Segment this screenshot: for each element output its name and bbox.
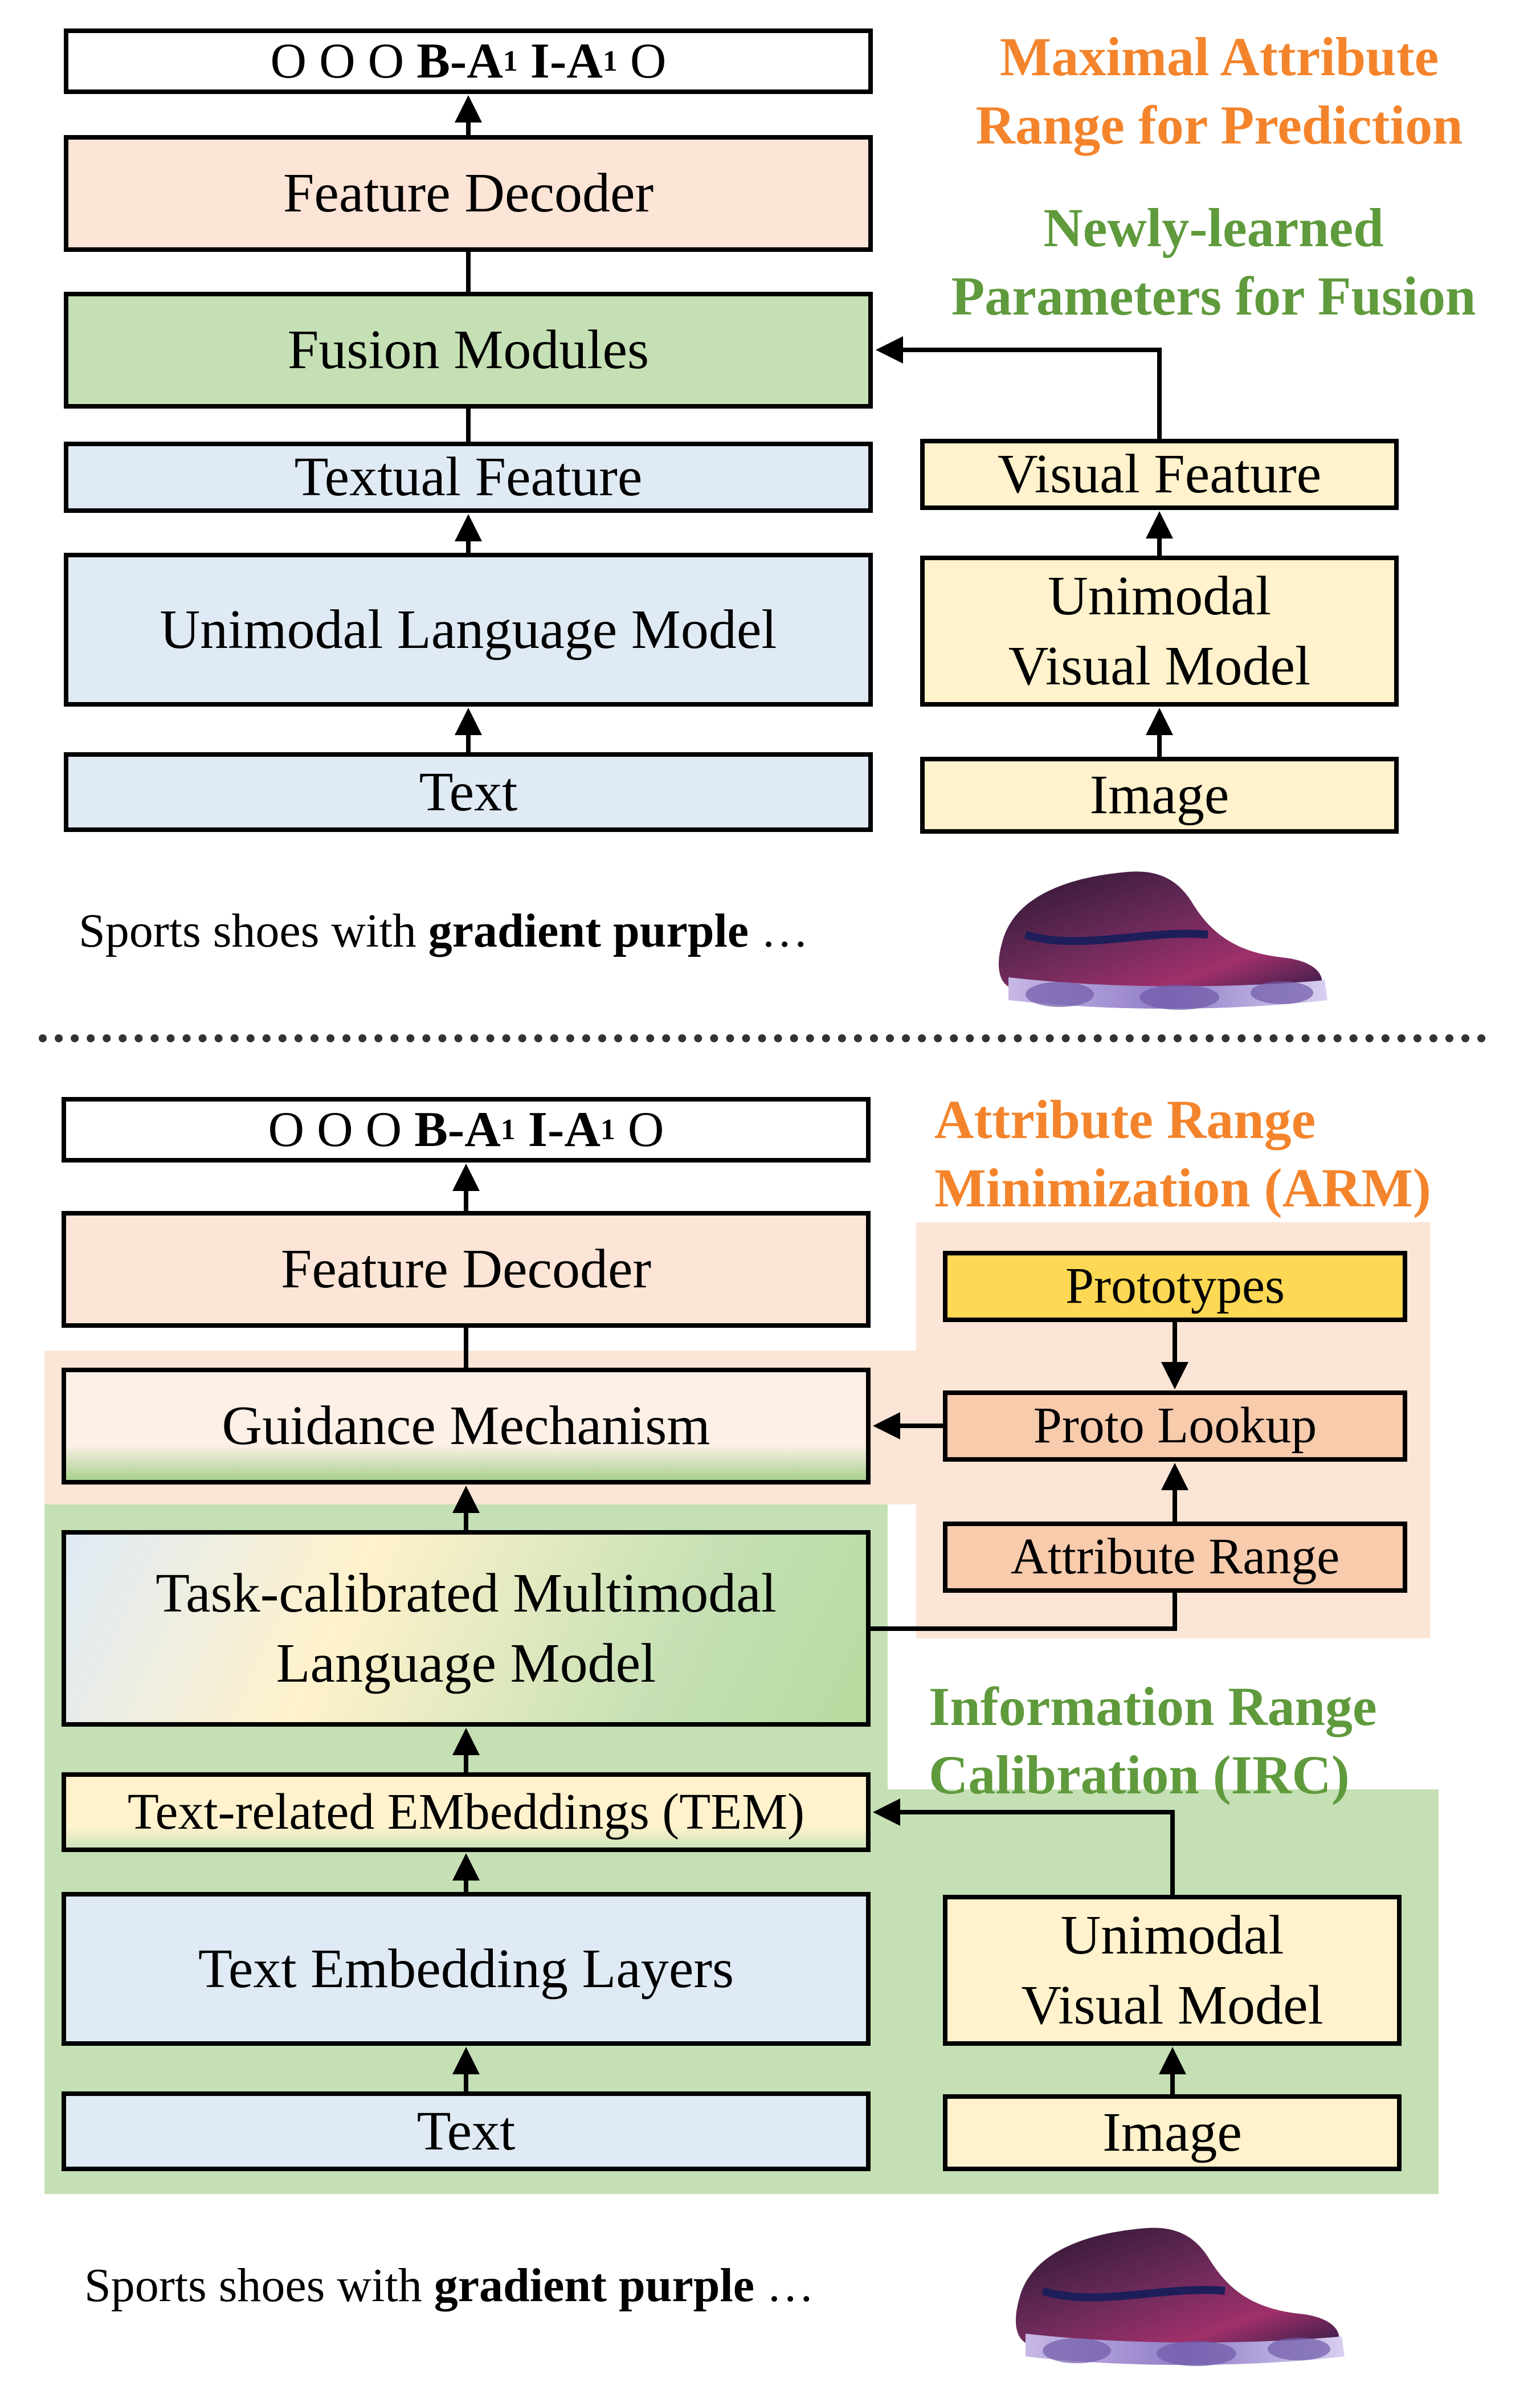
top-feature-decoder: Feature Decoder <box>64 135 873 252</box>
top-image-input-label: Image <box>1089 764 1229 826</box>
prototypes: Prototypes <box>943 1251 1407 1322</box>
top-unimodal-visual-model: Unimodal Visual Model <box>920 556 1399 707</box>
bottom-text-input-label: Text <box>416 2100 516 2162</box>
fusion-modules: Fusion Modules <box>64 292 873 409</box>
task-calibrated-model: Task-calibrated Multimodal Language Mode… <box>62 1530 871 1727</box>
bottom-image-input: Image <box>943 2094 1402 2171</box>
visual-feature: Visual Feature <box>920 439 1399 510</box>
bottom-unimodal-visual-model-label: Unimodal Visual Model <box>1021 1904 1323 2036</box>
text-related-embeddings: Text-related EMbeddings (TEM) <box>62 1772 871 1852</box>
text-related-embeddings-label: Text-related EMbeddings (TEM) <box>127 1783 805 1840</box>
label-maximal-attribute-range: Maximal Attribute Range for Prediction <box>975 26 1463 156</box>
textual-feature: Textual Feature <box>64 442 873 513</box>
line-model-to-range <box>871 1593 1177 1631</box>
visual-feature-label: Visual Feature <box>997 443 1322 505</box>
attribute-range: Attribute Range <box>943 1522 1407 1593</box>
arrow-bottom-vm-to-tem <box>873 1798 1175 1895</box>
prototypes-label: Prototypes <box>1065 1258 1285 1315</box>
label-newly-learned-parameters: Newly-learned Parameters for Fusion <box>951 197 1476 327</box>
proto-lookup-label: Proto Lookup <box>1033 1397 1317 1454</box>
top-image-input: Image <box>920 757 1399 834</box>
top-caption: Sports shoes with gradient purple … <box>79 904 809 957</box>
bottom-caption: Sports shoes with gradient purple … <box>84 2259 815 2312</box>
guidance-mechanism-label: Guidance Mechanism <box>222 1395 710 1457</box>
top-shoe-image <box>998 871 1327 1010</box>
bottom-feature-decoder: Feature Decoder <box>62 1211 871 1328</box>
top-text-input-label: Text <box>419 761 518 823</box>
top-unimodal-language-model: Unimodal Language Model <box>64 553 873 707</box>
attribute-range-label: Attribute Range <box>1010 1528 1340 1585</box>
fusion-modules-label: Fusion Modules <box>287 319 650 381</box>
top-feature-decoder-label: Feature Decoder <box>283 162 654 225</box>
arrow-top-vf-to-fusion <box>876 336 1162 439</box>
bottom-feature-decoder-label: Feature Decoder <box>280 1238 652 1300</box>
bottom-unimodal-visual-model: Unimodal Visual Model <box>943 1895 1402 2046</box>
top-unimodal-language-model-label: Unimodal Language Model <box>160 598 777 660</box>
bottom-shoe-image <box>1015 2228 1345 2366</box>
label-attribute-range-minimization: Attribute Range Minimization (ARM) <box>934 1089 1431 1218</box>
label-information-range-calibration: Information Range Calibration (IRC) <box>929 1676 1377 1805</box>
text-embedding-layers: Text Embedding Layers <box>62 1892 871 2046</box>
textual-feature-label: Textual Feature <box>294 446 643 508</box>
bottom-image-input-label: Image <box>1102 2102 1242 2164</box>
top-unimodal-visual-model-label: Unimodal Visual Model <box>1008 565 1311 697</box>
text-embedding-layers-label: Text Embedding Layers <box>198 1938 734 2000</box>
guidance-mechanism: Guidance Mechanism <box>62 1368 871 1484</box>
proto-lookup: Proto Lookup <box>943 1390 1407 1462</box>
task-calibrated-model-label: Task-calibrated Multimodal Language Mode… <box>156 1563 777 1694</box>
top-text-input: Text <box>64 752 873 832</box>
bottom-text-input: Text <box>62 2091 871 2171</box>
section-divider <box>39 1034 1486 1042</box>
